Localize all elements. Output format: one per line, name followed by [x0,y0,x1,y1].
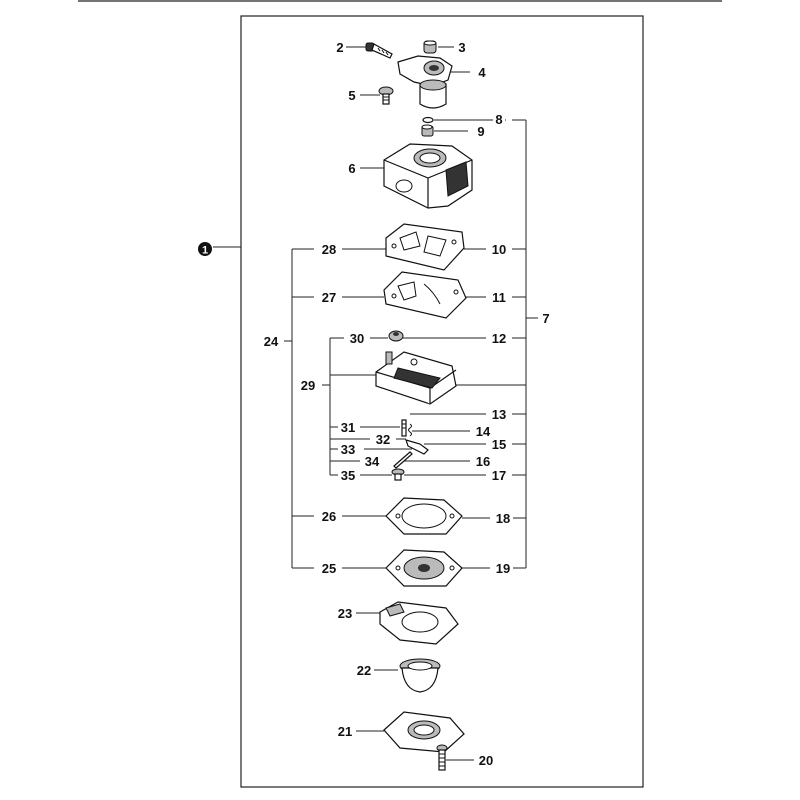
callout-label-9: 9 [477,124,484,139]
callout-label-bg [298,379,318,393]
callout-label-bg [319,291,339,305]
part-screw-5 [378,86,394,105]
callout-label-27: 27 [322,290,336,305]
callout-label-bg [473,455,493,469]
callout-label-26: 26 [322,509,336,524]
callout-label-bg [346,162,358,176]
callout-label-bg [475,125,487,139]
callout-label-3: 3 [458,40,465,55]
callout-label-13: 13 [492,407,506,422]
callout-label-15: 15 [492,437,506,452]
callout-label-2: 2 [336,40,343,55]
callout-label-5: 5 [348,88,355,103]
callout-label-23: 23 [338,606,352,621]
callout-label-bg [493,562,513,576]
callout-label-bg [493,113,505,127]
callout-label-bg [319,510,339,524]
callout-label-bg [362,455,382,469]
callout-label-20: 20 [479,753,493,768]
callout-label-bg [489,243,509,257]
callout-label-35: 35 [341,468,355,483]
callout-label-bg [261,335,281,349]
callout-label-29: 29 [301,378,315,393]
callout-label-bg [476,66,488,80]
callout-label-bg [354,664,374,678]
part-body-6 [383,143,473,209]
callout-label-bg [347,332,367,346]
callout-label-bg [319,562,339,576]
callout-label-bg [489,438,509,452]
part-cap-30 [388,330,404,342]
part-screw-35 [391,468,405,481]
callout-label-8: 8 [495,112,502,127]
assembly-marker [198,242,212,256]
assembly-label: 1 [202,245,208,257]
callout-label-bg [456,41,468,55]
callout-label-19: 19 [496,561,510,576]
callout-label-bg [489,469,509,483]
part-cover-23 [379,601,459,645]
diagram-frame [240,15,644,788]
callout-label-6: 6 [348,161,355,176]
callout-label-bg [473,425,493,439]
part-screw-20 [436,744,448,771]
callout-label-11: 11 [492,290,506,305]
part-pump-body-29 [375,351,457,405]
callout-label-4: 4 [478,65,486,80]
callout-label-bg [338,443,358,457]
callout-label-33: 33 [341,442,355,457]
callout-label-12: 12 [492,331,506,346]
callout-label-31: 31 [341,420,355,435]
leader-lines [284,46,538,761]
callout-label-14: 14 [476,424,491,439]
callout-label-34: 34 [365,454,380,469]
part-oring-8 [422,116,434,124]
callout-label-22: 22 [357,663,371,678]
part-lever-15 [405,439,429,455]
part-spring-14 [408,423,412,437]
callout-label-bg [489,408,509,422]
part-seal-9 [421,124,434,137]
callout-label-bg [335,725,355,739]
part-gasket-10 [385,223,465,271]
callout-label-24: 24 [264,334,279,349]
callout-label-17: 17 [492,468,506,483]
callout-label-bg [319,243,339,257]
callout-label-bg [489,332,509,346]
callout-label-10: 10 [492,242,506,257]
part-pin-34 [393,451,413,469]
callout-label-bg [338,421,358,435]
callout-label-bg [476,754,496,768]
part-cap-3 [423,40,437,54]
part-diaphragm-19 [385,549,463,587]
part-diaphragm-11 [383,271,467,319]
part-retainer-21 [383,711,465,753]
callout-label-bg [540,312,552,326]
callout-label-bg [338,469,358,483]
part-screw-2 [365,42,393,59]
callout-label-bg [493,512,513,526]
callout-label-32: 32 [376,432,390,447]
callout-label-bg [346,89,358,103]
part-gasket-18 [385,497,463,535]
callout-label-30: 30 [350,331,364,346]
part-needle-31 [401,419,407,437]
callout-label-25: 25 [322,561,336,576]
callout-label-bg [334,41,346,55]
callout-label-bg [373,433,393,447]
callout-label-bg [489,291,509,305]
part-lever-4 [397,55,453,109]
part-primer-22 [399,658,441,693]
callout-label-28: 28 [322,242,336,257]
callout-label-7: 7 [542,311,549,326]
callout-label-21: 21 [338,724,352,739]
callout-label-bg [335,607,355,621]
callout-label-16: 16 [476,454,490,469]
callout-label-18: 18 [496,511,510,526]
